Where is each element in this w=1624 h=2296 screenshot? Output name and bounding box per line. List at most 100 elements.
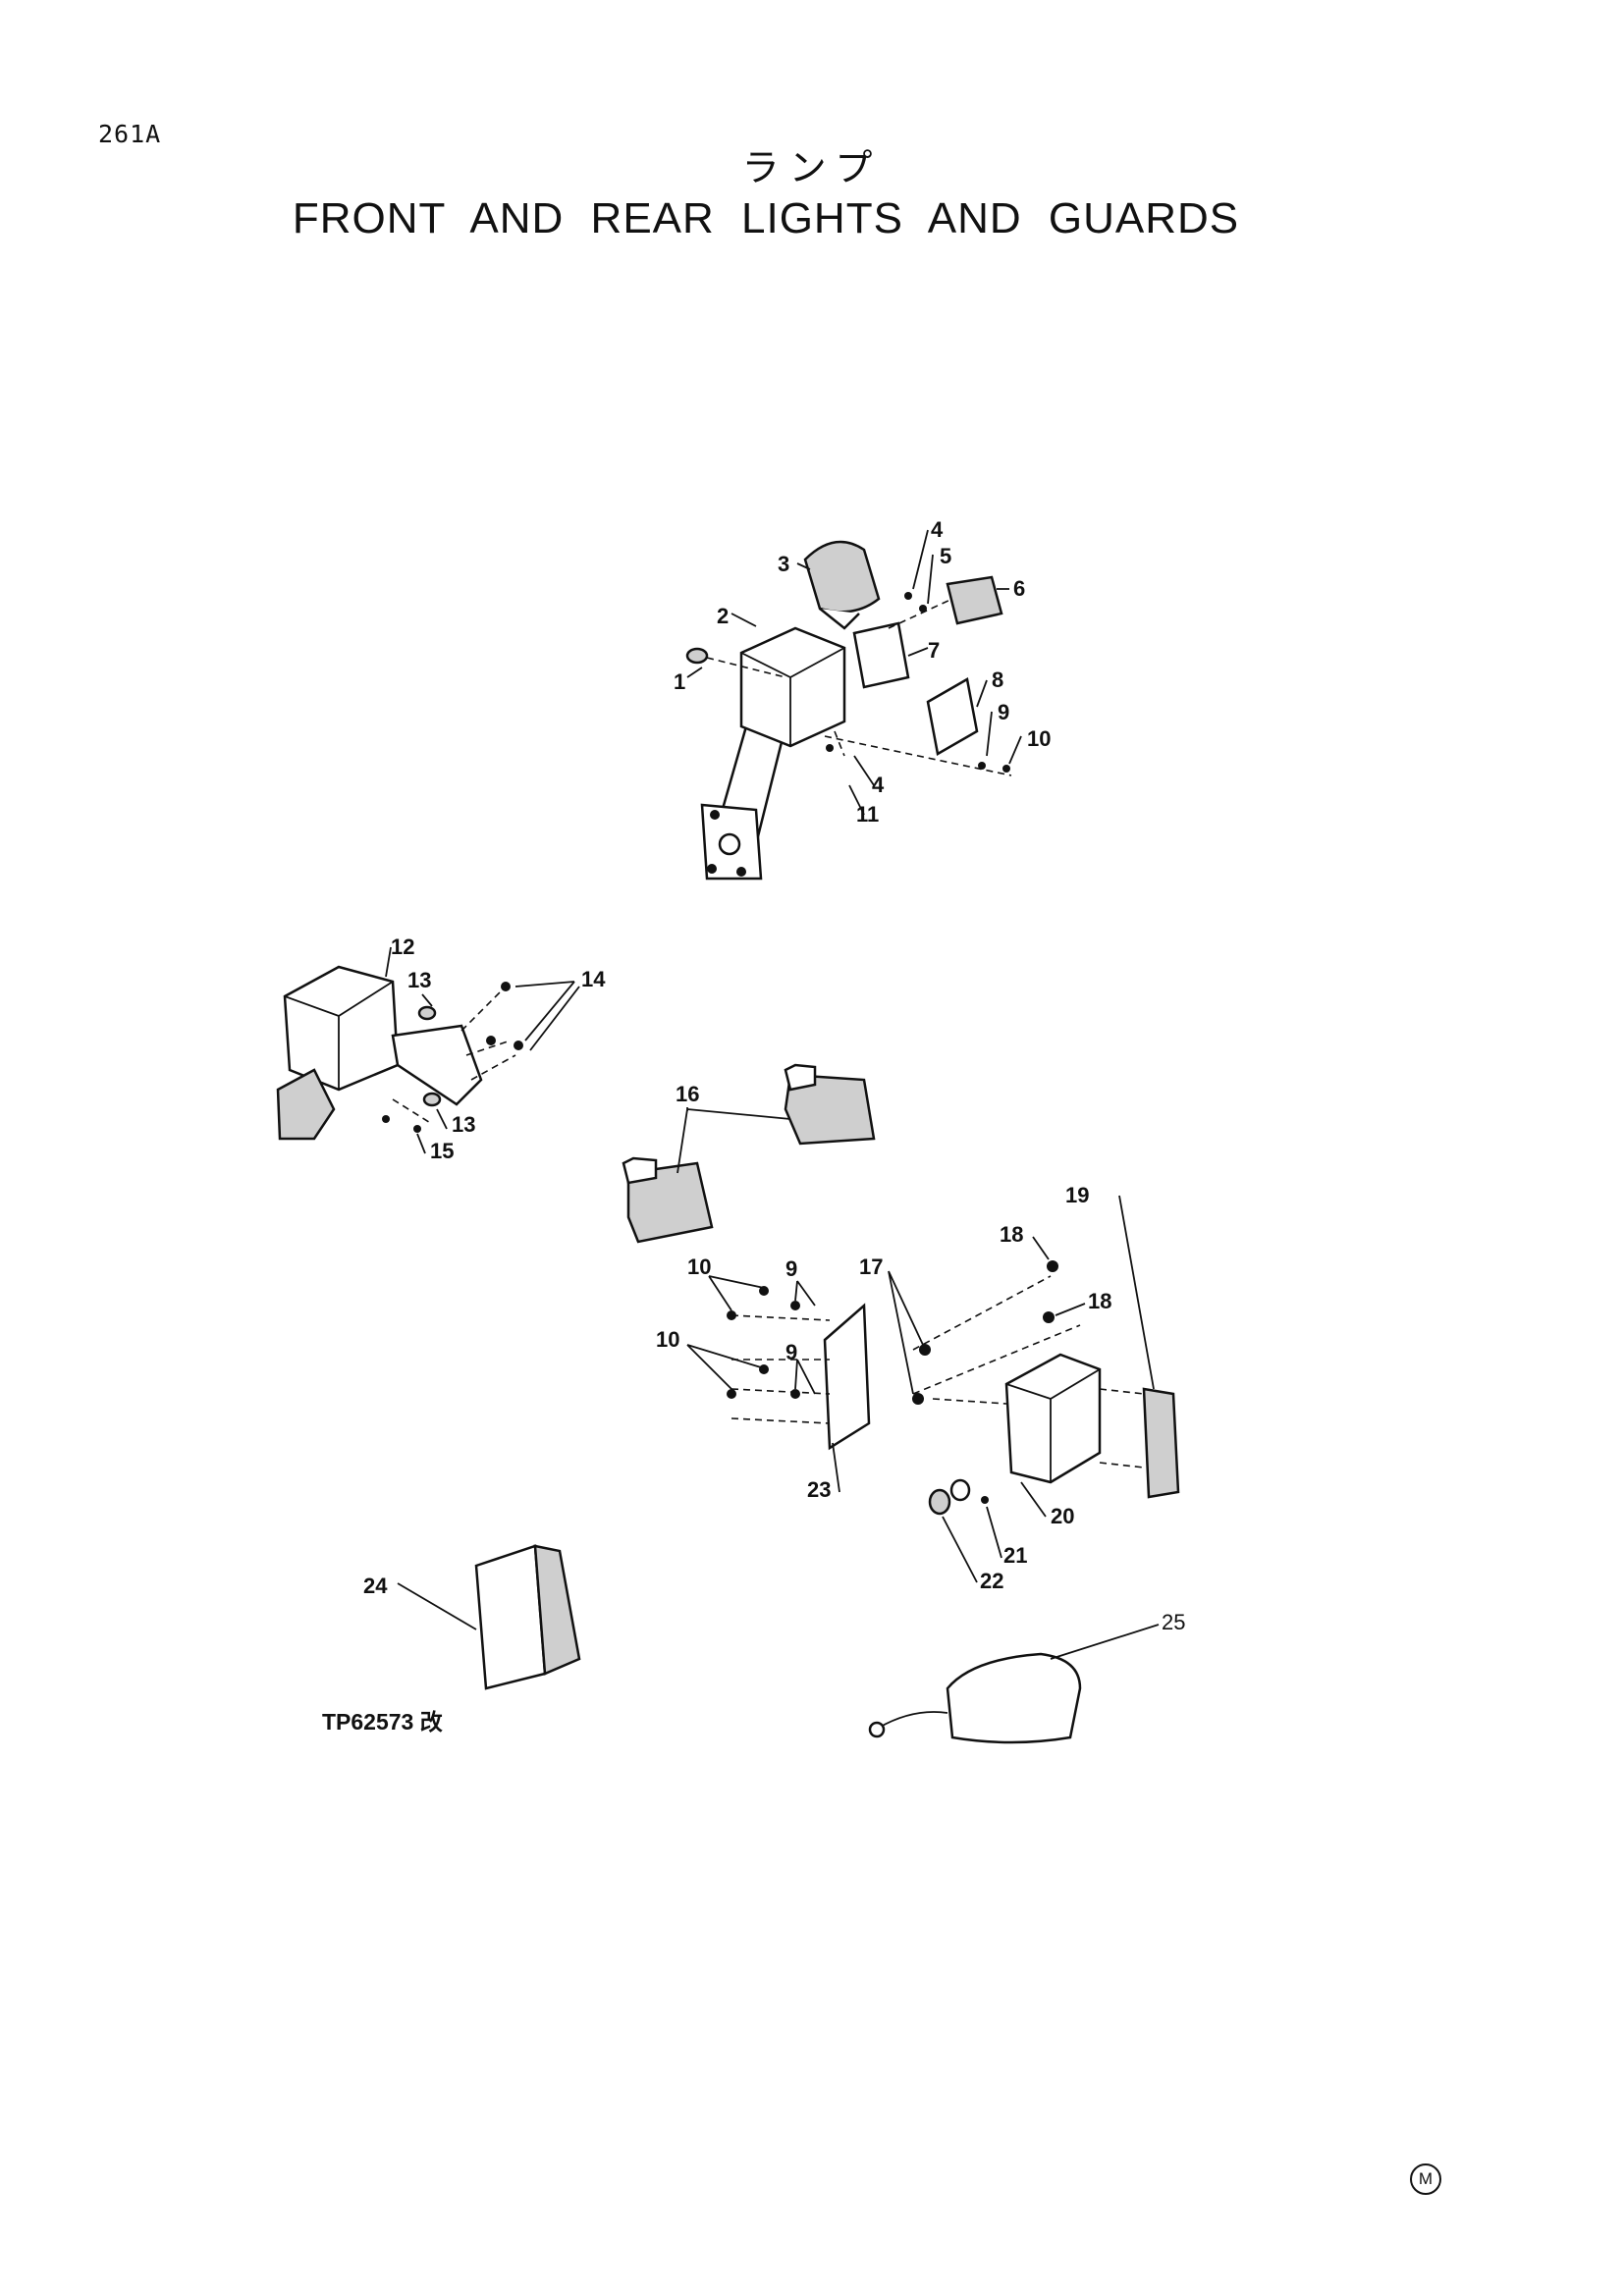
callout: 14 [581, 967, 606, 991]
cable-terminal [868, 1721, 886, 1738]
leader-line [397, 1582, 477, 1630]
bolt [382, 1115, 390, 1123]
side-light-assembly: 12 13 14 13 15 [276, 934, 606, 1163]
nut [978, 762, 986, 770]
callout: 22 [980, 1569, 1003, 1593]
page-title-japanese: ランプ [741, 146, 883, 189]
rear-light-guard [1004, 1353, 1102, 1484]
guard-plate-assembly: 10 9 10 9 23 [656, 1255, 871, 1502]
callout: 18 [1088, 1289, 1111, 1313]
page-title: FRONT AND REAR LIGHTS AND GUARDS [292, 194, 1240, 242]
callout: 12 [391, 934, 414, 959]
leader-lines [686, 529, 1022, 816]
lamp-right [784, 1073, 876, 1146]
bolt [790, 1301, 800, 1310]
work-light-housing [739, 626, 846, 748]
rear-lamp [1142, 1387, 1180, 1499]
nut [1047, 1260, 1058, 1272]
callout: 2 [717, 604, 729, 628]
bolt [981, 1496, 989, 1504]
bolt [912, 1393, 924, 1405]
washer [928, 1488, 951, 1516]
callout: 4 [872, 773, 885, 797]
callout: 20 [1051, 1504, 1074, 1528]
callout: 8 [992, 667, 1003, 692]
side-lamp [276, 1068, 336, 1141]
mounting-bolt [710, 810, 720, 820]
small-lamp [946, 575, 1003, 625]
callout: 15 [430, 1139, 454, 1163]
callout: 5 [940, 544, 951, 568]
bolt [727, 1389, 736, 1399]
callout: 17 [859, 1255, 883, 1279]
callout: 18 [1000, 1222, 1023, 1247]
front-light-assembly: 1 2 3 4 5 6 7 8 9 10 4 11 [674, 517, 1051, 881]
lamp-left [626, 1161, 714, 1244]
bracket-plate [852, 621, 910, 689]
light-head [803, 540, 881, 614]
callout: 1 [674, 669, 685, 694]
mounting-bolt [736, 867, 746, 877]
bolt [486, 1036, 496, 1045]
washer [685, 647, 709, 665]
cover-front [474, 1544, 547, 1690]
cable-lamp-body [946, 1652, 1082, 1744]
callout: 7 [928, 638, 940, 663]
cover-side [533, 1544, 581, 1676]
bolt [759, 1364, 769, 1374]
callout: 9 [785, 1256, 797, 1281]
bolt [1002, 765, 1010, 773]
bolt [727, 1310, 736, 1320]
callout: 13 [407, 968, 431, 992]
callout: 19 [1065, 1183, 1089, 1207]
bolt [759, 1286, 769, 1296]
nut [1043, 1311, 1055, 1323]
bolt [904, 592, 912, 600]
side-light-housing [283, 965, 400, 1092]
bolt [826, 744, 834, 752]
assembly-line [912, 1275, 1145, 1468]
callout: 9 [785, 1340, 797, 1364]
callout: 25 [1162, 1610, 1185, 1634]
washer [417, 1005, 437, 1021]
assembly-line [706, 598, 1012, 776]
callout: 11 [856, 802, 879, 827]
callout: 6 [1013, 576, 1025, 601]
mounting-hole [718, 832, 741, 856]
guard-edge [1005, 1368, 1101, 1482]
bolt [413, 1125, 421, 1133]
page-number: 261A [98, 120, 162, 148]
assembly-line [731, 1314, 831, 1424]
registered-mark: M [1410, 2163, 1441, 2195]
callout: 21 [1003, 1543, 1027, 1568]
bolt [919, 1344, 931, 1356]
lamp-right-mount [784, 1063, 817, 1092]
leader-line [1050, 1624, 1160, 1660]
callout: 4 [931, 517, 944, 542]
rear-light-assembly: 17 18 18 19 20 21 22 [859, 1183, 1180, 1593]
drawing-number: TP62573 改 [322, 1709, 443, 1735]
gasket [926, 677, 979, 756]
leader-lines [686, 1275, 840, 1493]
leader-lines [888, 1195, 1155, 1583]
cable-lamp: 25 [868, 1610, 1185, 1744]
bolt [919, 605, 927, 613]
bolt [501, 982, 511, 991]
callout: 3 [778, 552, 789, 576]
washer [422, 1092, 442, 1107]
leader-lines [677, 1107, 791, 1174]
lamp-pair: 16 [622, 1063, 876, 1244]
callout: 16 [676, 1082, 699, 1106]
lamp-left-mount [622, 1156, 658, 1185]
callout: 10 [687, 1255, 711, 1279]
callout: 13 [452, 1112, 475, 1137]
callout: 10 [1027, 726, 1051, 751]
light-head-base [819, 608, 860, 630]
housing-edge [284, 981, 394, 1090]
callout: 24 [363, 1574, 388, 1598]
leader-lines [385, 946, 580, 1154]
bolt [790, 1389, 800, 1399]
callout: 9 [998, 700, 1009, 724]
bolt [514, 1041, 523, 1050]
